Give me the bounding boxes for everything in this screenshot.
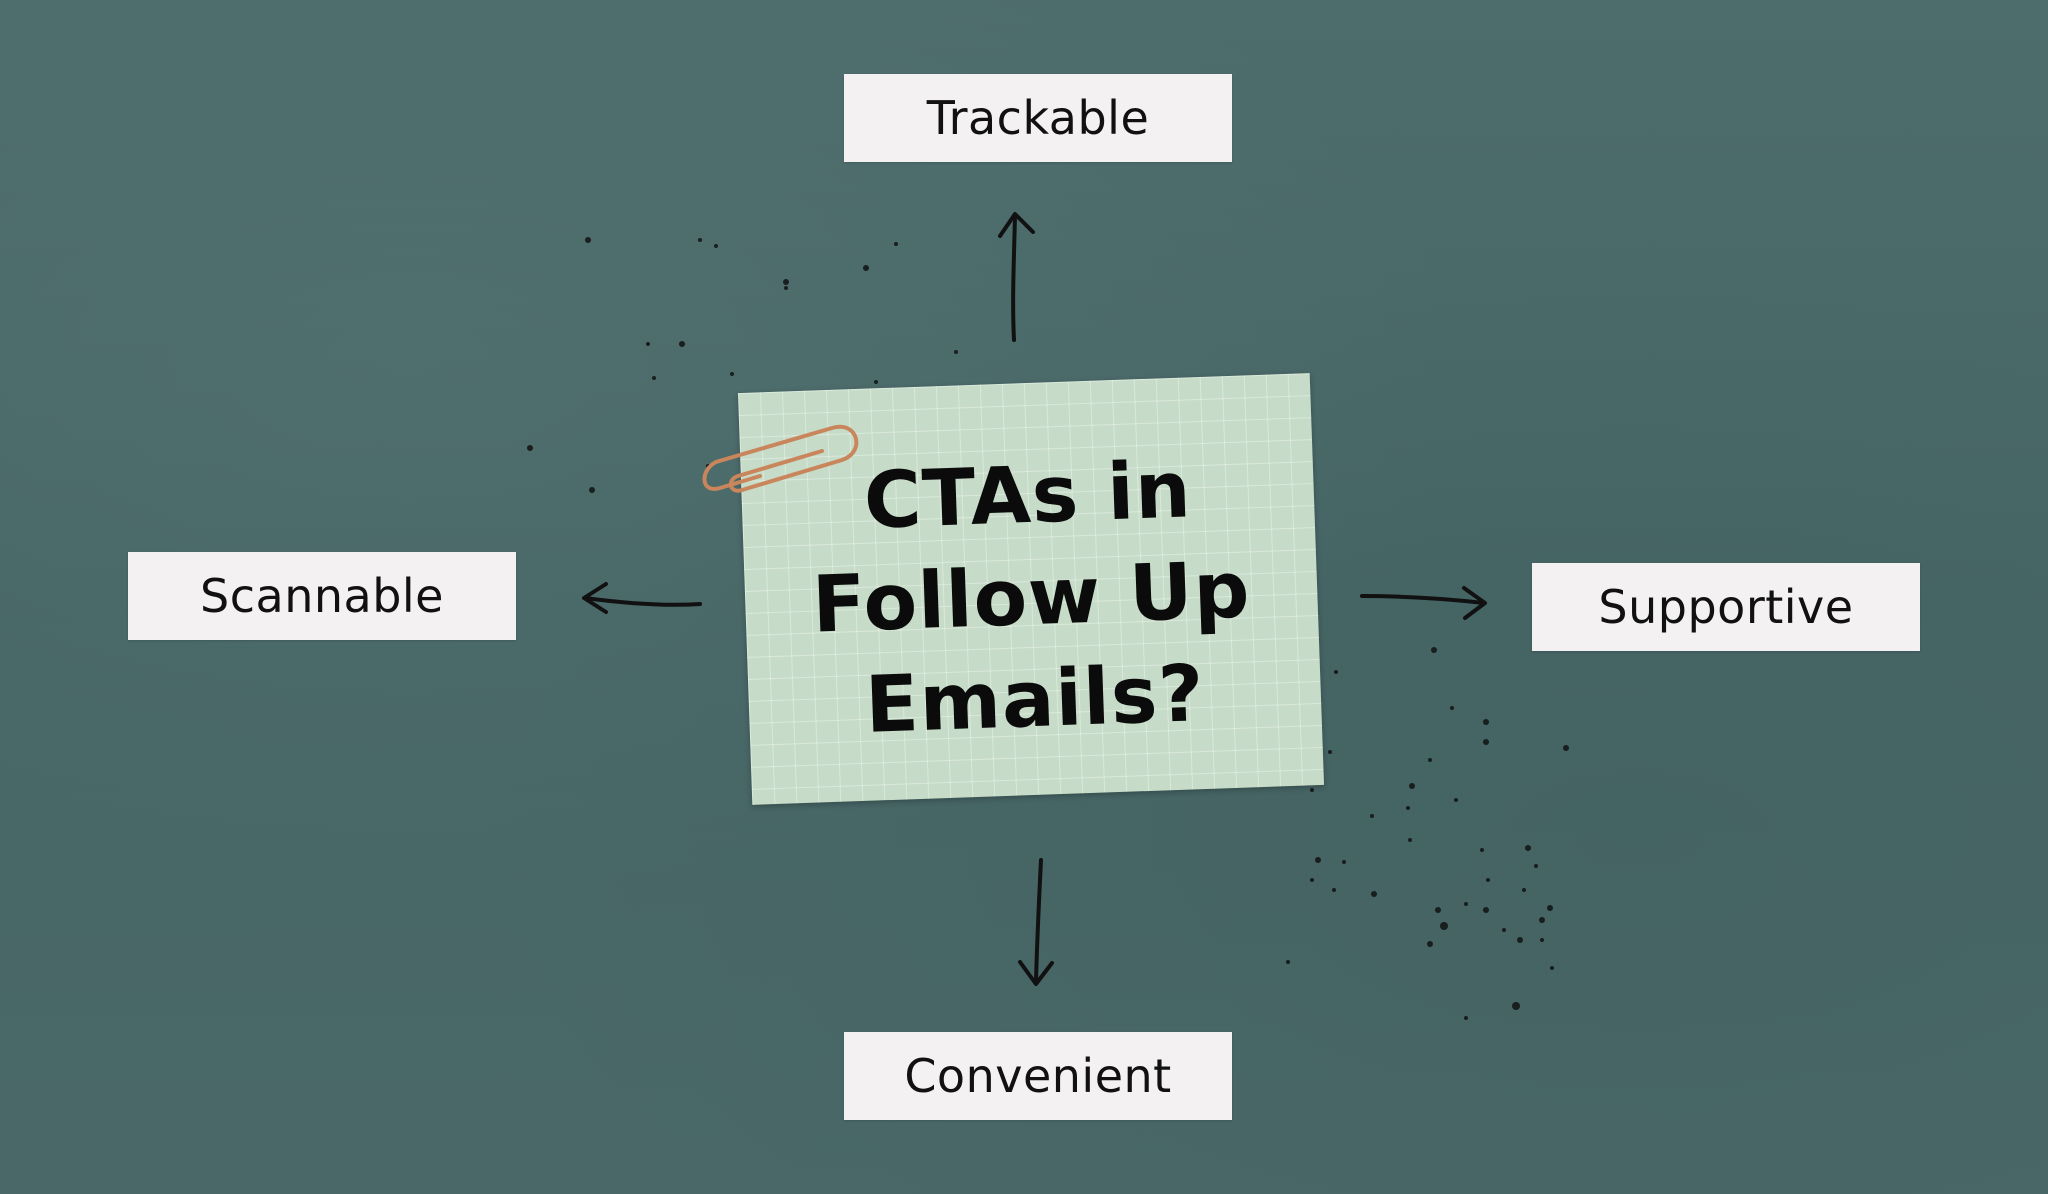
node-supportive: Supportive: [1532, 563, 1920, 651]
speckle-dot: [1334, 670, 1338, 674]
speckle-dot: [1286, 960, 1290, 964]
speckle-dot: [1332, 888, 1336, 892]
speckle-dot: [1454, 798, 1458, 802]
node-trackable: Trackable: [844, 74, 1232, 162]
speckle-dot: [784, 286, 788, 290]
speckle-dot: [1540, 938, 1544, 942]
speckle-dot: [1371, 891, 1377, 897]
speckle-dot: [1408, 838, 1412, 842]
center-note: CTAs in Follow Up Emails?: [737, 373, 1325, 805]
speckle-dot: [1310, 878, 1314, 882]
node-scannable-label: Scannable: [200, 569, 444, 623]
speckle-dot: [1428, 758, 1432, 762]
speckle-dot: [1464, 1016, 1468, 1020]
speckle-dot: [1328, 750, 1332, 754]
speckle-dot: [1502, 928, 1506, 932]
speckle-dot: [714, 244, 718, 248]
node-convenient-label: Convenient: [904, 1049, 1172, 1103]
speckle-dot: [730, 372, 734, 376]
speckle-dot: [652, 376, 656, 380]
speckle-dot: [1483, 739, 1489, 745]
speckle-dot: [1512, 1002, 1520, 1010]
speckle-dot: [1525, 845, 1531, 851]
speckle-dot: [1486, 878, 1490, 882]
speckle-dot: [1534, 864, 1538, 868]
speckle-dot: [1315, 857, 1321, 863]
speckle-dot: [1370, 814, 1374, 818]
node-scannable: Scannable: [128, 552, 516, 640]
speckle-dot: [1440, 922, 1448, 930]
speckle-dot: [1435, 907, 1441, 913]
speckle-dot: [783, 279, 789, 285]
speckle-dot: [589, 487, 595, 493]
node-convenient: Convenient: [844, 1032, 1232, 1120]
speckle-dot: [1547, 905, 1553, 911]
speckle-dot: [698, 238, 702, 242]
speckle-dot: [585, 237, 591, 243]
speckle-dot: [1464, 902, 1468, 906]
speckle-dot: [1480, 848, 1484, 852]
speckle-dot: [1522, 888, 1526, 892]
speckle-dot: [1483, 907, 1489, 913]
speckle-dot: [1427, 941, 1433, 947]
speckle-dot: [1409, 783, 1415, 789]
speckle-dot: [1431, 647, 1437, 653]
speckle-dot: [1342, 860, 1346, 864]
speckle-dot: [1539, 917, 1545, 923]
speckle-dot: [1563, 745, 1569, 751]
speckle-dot: [863, 265, 869, 271]
speckle-dot: [874, 380, 878, 384]
speckle-dot: [1310, 788, 1314, 792]
speckle-dot: [1406, 806, 1410, 810]
speckle-dot: [527, 445, 533, 451]
speckle-dot: [679, 341, 685, 347]
speckle-dot: [1450, 706, 1454, 710]
center-title: CTAs in Follow Up Emails?: [810, 445, 1252, 751]
speckle-dot: [954, 350, 958, 354]
node-supportive-label: Supportive: [1598, 580, 1854, 634]
speckle-dot: [706, 464, 710, 468]
speckle-dot: [1517, 937, 1523, 943]
speckle-dot: [1483, 719, 1489, 725]
speckle-dot: [1550, 966, 1554, 970]
node-trackable-label: Trackable: [926, 91, 1150, 145]
speckle-dot: [646, 342, 650, 346]
speckle-dot: [894, 242, 898, 246]
